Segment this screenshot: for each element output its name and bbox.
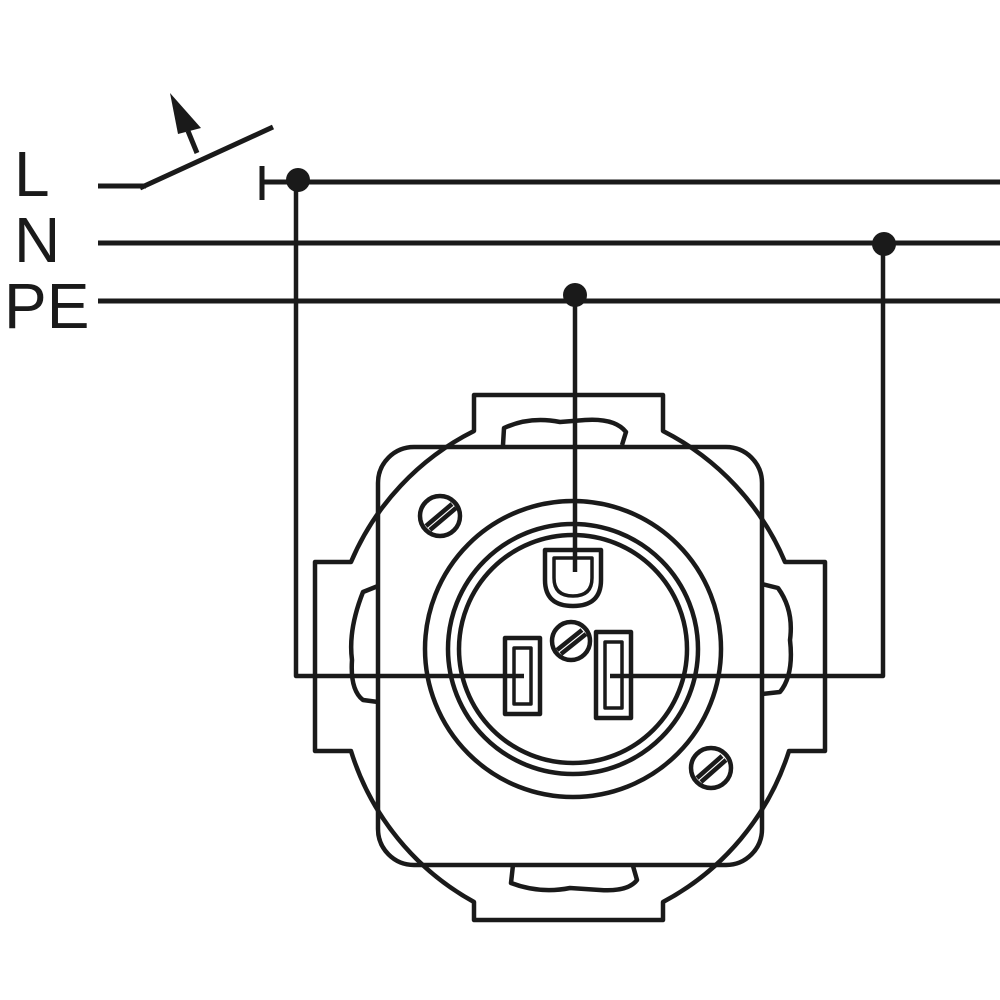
- screw-bottom-right-icon: [688, 745, 734, 791]
- receptacle-face: [456, 532, 690, 766]
- switch: [98, 93, 275, 200]
- ground-slot-inner: [552, 556, 594, 598]
- switch-arrow-icon: [170, 93, 201, 134]
- wire-l-drop: [293, 180, 524, 679]
- blade-slot-left: [502, 635, 543, 717]
- socket-outlet: [312, 392, 828, 923]
- blade-slot-right: [593, 629, 634, 721]
- label-l: L: [14, 138, 50, 210]
- mounting-frame: [312, 392, 828, 923]
- slot-top: [500, 417, 629, 446]
- slot-bottom: [508, 864, 640, 893]
- ground-slot: [542, 547, 604, 609]
- screw-top-left-icon: [417, 493, 463, 539]
- screw-center-icon: [549, 619, 593, 663]
- receptacle-outer-ring: [422, 498, 724, 800]
- wire-n-drop: [610, 244, 886, 679]
- blade-slot-left-inner: [512, 646, 533, 706]
- switch-actuator-stem: [185, 130, 200, 154]
- blade-slot-right-inner: [603, 640, 624, 710]
- cover-plate: [375, 444, 765, 868]
- slot-right: [761, 581, 794, 697]
- receptacle-inner-ring: [445, 521, 701, 777]
- label-n: N: [14, 204, 60, 276]
- slot-left: [348, 583, 379, 705]
- label-pe: PE: [4, 270, 89, 342]
- switch-blade: [138, 124, 275, 191]
